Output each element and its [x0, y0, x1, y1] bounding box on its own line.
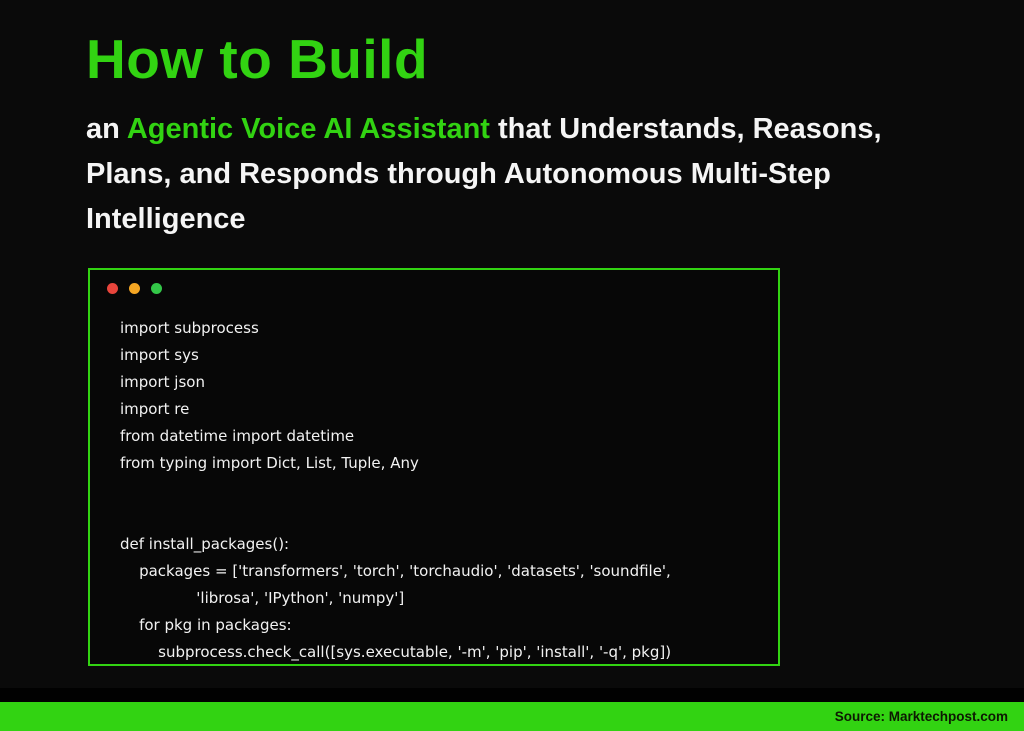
maximize-window-icon[interactable]	[151, 283, 162, 295]
header: How to Build an Agentic Voice AI Assista…	[0, 0, 1024, 242]
source-bar: Source: Marktechpost.com	[0, 702, 1024, 731]
close-window-icon[interactable]	[107, 283, 118, 295]
subtitle-rest: that Understands, Reasons, Plans, and Re…	[86, 113, 882, 236]
subtitle-highlight: Agentic Voice AI Assistant	[126, 113, 490, 146]
bottom-strip	[0, 688, 1024, 702]
minimize-window-icon[interactable]	[129, 283, 140, 295]
subtitle-prefix: an	[86, 113, 127, 146]
code-window: import subprocess import sys import json…	[88, 268, 780, 667]
page-title: How to Build	[86, 28, 429, 90]
page-subtitle: an Agentic Voice AI Assistant that Under…	[86, 107, 964, 242]
code-content: import subprocess import sys import json…	[120, 319, 672, 662]
window-controls	[90, 270, 778, 295]
source-text: Source: Marktechpost.com	[834, 709, 1008, 724]
